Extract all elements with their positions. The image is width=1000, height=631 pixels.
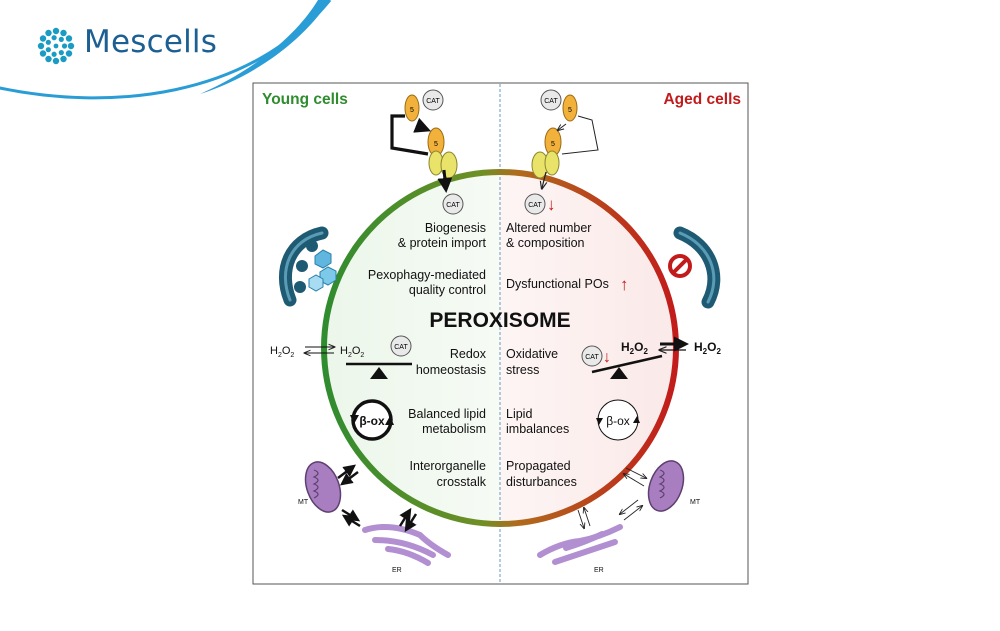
peroxisome-title: PEROXISOME [429, 309, 570, 332]
logo-dot [51, 51, 57, 57]
brand-name: Mescells [84, 24, 218, 60]
svg-text:5: 5 [551, 141, 555, 148]
young-cells-heading: Young cells [262, 91, 348, 108]
svg-text:CAT: CAT [426, 98, 440, 105]
logo-dot [51, 35, 57, 41]
svg-text:5: 5 [434, 141, 438, 148]
propagated-label-2: disturbances [506, 475, 577, 489]
mitochondrion-icon: MT [647, 460, 701, 512]
logo-dot [65, 50, 73, 57]
redox-label-2: homeostasis [416, 363, 486, 377]
lipid-balance-label-1: Balanced lipid [408, 407, 486, 421]
crosstalk-label-1: Interorganelle [410, 459, 486, 473]
svg-text:CAT: CAT [585, 354, 599, 361]
logo-dot [45, 29, 52, 37]
decrease-arrow: ↓ [547, 195, 556, 214]
logo-dot [65, 35, 73, 42]
svg-text:ER: ER [594, 567, 604, 574]
svg-text:H2O2: H2O2 [340, 345, 364, 359]
blocked-lysosome-icon [673, 226, 721, 309]
svg-text:CAT: CAT [394, 344, 408, 351]
svg-text:MT: MT [690, 499, 701, 506]
svg-text:↓: ↓ [603, 349, 611, 366]
mescells-logo-icon [37, 27, 75, 65]
prohibited-icon [668, 254, 692, 278]
logo-dot [52, 27, 60, 35]
svg-text:CAT: CAT [528, 202, 542, 209]
impaired-beta-oxidation-icon: β-ox [596, 399, 640, 441]
logo-dot [45, 39, 51, 45]
aged-cells-heading: Aged cells [663, 91, 741, 108]
svg-text:ER: ER [392, 567, 402, 574]
logo-dot [39, 50, 47, 57]
beta-oxidation-cycle-icon: β-ox [350, 399, 394, 441]
cat-enzyme-icon [422, 89, 444, 111]
svg-text:H2O2: H2O2 [270, 345, 294, 359]
svg-text:H2O2: H2O2 [694, 340, 721, 356]
logo-dot [45, 47, 51, 53]
logo-dot [58, 50, 64, 56]
endoplasmic-reticulum-icon: ER [537, 524, 623, 574]
logo-dot [45, 55, 52, 63]
lipid-imbalance-label-1: Lipid [506, 407, 532, 421]
propagated-label-1: Propagated [506, 459, 571, 473]
lipid-imbalance-label-2: imbalances [506, 422, 569, 436]
cat-enzyme-icon [540, 89, 562, 111]
young-import-pathway: 5 CAT 5 CAT [390, 89, 464, 215]
oxidative-imbalance-icon: CAT ↓ H2O2 H2O2 [581, 336, 721, 379]
altered-label-2: & composition [506, 236, 585, 250]
crosstalk-label-2: crosstalk [437, 475, 487, 489]
svg-text:β-ox: β-ox [606, 414, 630, 428]
oxidative-label-1: Oxidative [506, 347, 558, 361]
header-swoosh [0, 0, 332, 100]
pexophagy-label-1: Pexophagy-mediated [368, 268, 486, 282]
svg-text:5: 5 [568, 107, 572, 114]
biogenesis-label-1: Biogenesis [425, 221, 486, 235]
logo-dot [67, 42, 75, 50]
logo-dot [53, 43, 59, 49]
logo-dot [60, 55, 67, 63]
logo-dot [39, 35, 47, 42]
pexophagy-label-2: quality control [409, 283, 486, 297]
svg-text:β-ox: β-ox [359, 414, 385, 428]
svg-text:H2O2: H2O2 [621, 340, 648, 356]
disturbance-arrows-icon [577, 467, 646, 528]
svg-text:MT: MT [298, 499, 309, 506]
logo-dot [58, 36, 64, 42]
redox-label-1: Redox [450, 347, 487, 361]
endoplasmic-reticulum-icon: ER [362, 523, 451, 574]
logo-dot [61, 43, 68, 49]
mitochondrion-icon: MT [298, 461, 342, 513]
lipid-balance-label-2: metabolism [422, 422, 486, 436]
logo-dot [60, 29, 67, 37]
increase-arrow: ↑ [620, 275, 629, 294]
logo-dot [52, 57, 60, 65]
dysfunctional-label: Dysfunctional POs [506, 277, 609, 291]
logo-dot [37, 42, 45, 50]
oxidative-label-2: stress [506, 363, 539, 377]
altered-label-1: Altered number [506, 221, 591, 235]
redox-balance-icon: H2O2 H2O2 CAT [270, 335, 412, 379]
biogenesis-label-2: & protein import [398, 236, 487, 250]
svg-text:CAT: CAT [446, 202, 460, 209]
aged-import-pathway: CAT 5 5 CAT ↓ [524, 89, 599, 215]
lysosome-icon [279, 226, 337, 307]
crosstalk-arrows-icon [337, 464, 418, 533]
svg-text:5: 5 [410, 107, 414, 114]
svg-text:CAT: CAT [544, 98, 558, 105]
